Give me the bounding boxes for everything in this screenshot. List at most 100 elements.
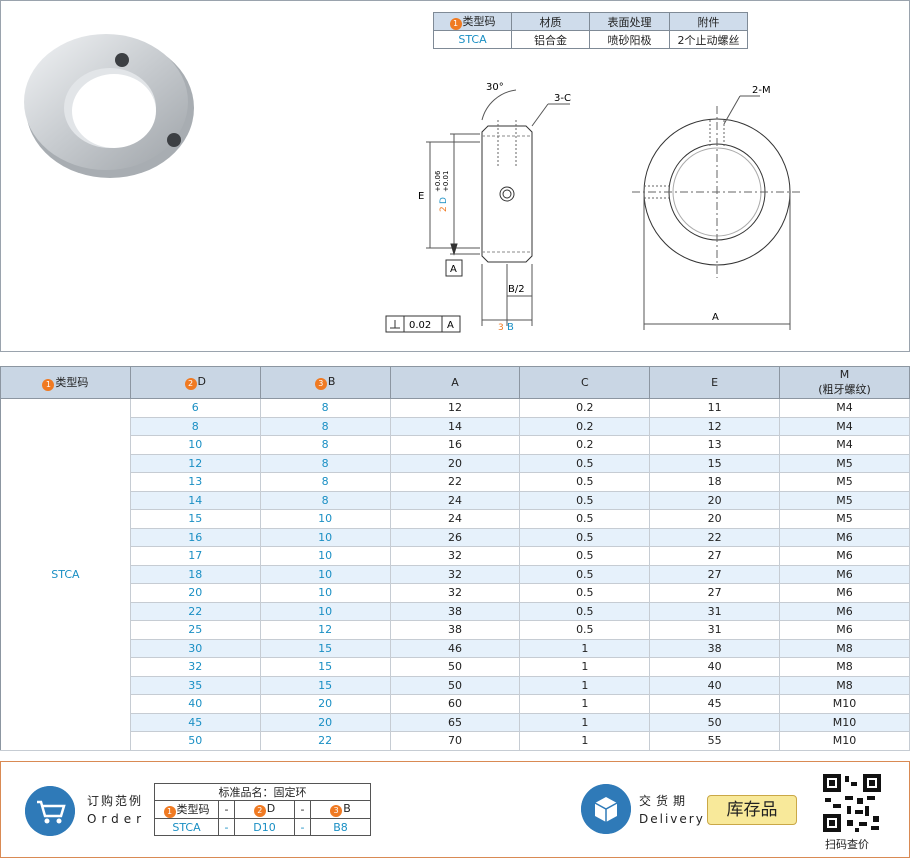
table-cell: 15 <box>129 509 261 529</box>
a-label: A <box>712 312 719 323</box>
table-cell: M5 <box>779 490 910 510</box>
table-cell: 22 <box>129 601 261 621</box>
table-cell: 0.5 <box>519 583 651 603</box>
front-view <box>632 95 802 330</box>
table-cell: 8 <box>259 398 391 418</box>
table-cell: 32 <box>389 546 521 566</box>
d-label: D <box>439 197 449 204</box>
table-cell: 70 <box>389 731 521 751</box>
table-cell: 0.5 <box>519 620 651 640</box>
stock-badge: 库存品 <box>707 795 797 825</box>
table-cell: 18 <box>649 472 781 492</box>
table-cell: 18 <box>129 564 261 584</box>
spec-material-value: 铝合金 <box>511 30 590 49</box>
order-header-dash: - <box>294 800 311 819</box>
table-cell: 10 <box>259 509 391 529</box>
table-cell: 38 <box>389 620 521 640</box>
table-cell: 1 <box>519 712 651 732</box>
table-cell: 15 <box>259 657 391 677</box>
table-cell: 8 <box>259 416 391 436</box>
table-cell: 14 <box>389 416 521 436</box>
table-cell: 15 <box>259 638 391 658</box>
order-example-panel: 订购范例 Order 交货期 Delivery 库存品 扫码查价 <box>0 761 910 858</box>
table-cell: 1 <box>519 694 651 714</box>
table-cell: 14 <box>129 490 261 510</box>
table-cell: 0.5 <box>519 509 651 529</box>
table-cell: 32 <box>389 583 521 603</box>
perpendicularity-frame: 0.02 A <box>385 315 461 333</box>
table-cell: 65 <box>389 712 521 732</box>
spec-header-accessory: 附件 <box>669 12 748 31</box>
table-cell: 15 <box>259 675 391 695</box>
table-cell: 0.2 <box>519 398 651 418</box>
table-cell: 24 <box>389 490 521 510</box>
order-value-dash: - <box>218 818 235 836</box>
table-cell: 26 <box>389 527 521 547</box>
table-cell: 8 <box>259 453 391 473</box>
d-num-label: 2 <box>439 206 449 212</box>
table-cell: 13 <box>129 472 261 492</box>
table-cell: 32 <box>129 657 261 677</box>
table-cell: 12 <box>259 620 391 640</box>
table-cell: M4 <box>779 398 910 418</box>
table-cell: M4 <box>779 416 910 436</box>
table-cell: 0.5 <box>519 490 651 510</box>
table-cell: M6 <box>779 546 910 566</box>
table-cell: 8 <box>259 472 391 492</box>
table-cell: 11 <box>649 398 781 418</box>
table-cell: 10 <box>259 583 391 603</box>
table-cell: 12 <box>389 398 521 418</box>
spec-header-surface: 表面处理 <box>589 12 670 31</box>
table-cell: 46 <box>389 638 521 658</box>
type-code-cell: STCA <box>0 398 131 751</box>
table-cell: M5 <box>779 509 910 529</box>
table-cell: M6 <box>779 620 910 640</box>
qr-code[interactable] <box>821 772 883 834</box>
table-cell: 1 <box>519 731 651 751</box>
table-cell: 8 <box>259 435 391 455</box>
table-cell: 10 <box>259 546 391 566</box>
b-label: B <box>507 322 514 333</box>
table-cell: 1 <box>519 675 651 695</box>
table-cell: 40 <box>649 675 781 695</box>
table-cell: 38 <box>649 638 781 658</box>
table-cell: 12 <box>129 453 261 473</box>
table-cell: 32 <box>389 564 521 584</box>
table-cell: 22 <box>389 472 521 492</box>
table-cell: 25 <box>129 620 261 640</box>
table-cell: 20 <box>649 490 781 510</box>
table-cell: 50 <box>389 657 521 677</box>
spec-accessory-value: 2个止动螺丝 <box>669 30 748 49</box>
angle-label: 30° <box>486 82 504 93</box>
table-cell: 27 <box>649 564 781 584</box>
order-value-dash: - <box>294 818 311 836</box>
table-cell: 8 <box>259 490 391 510</box>
thread-label: 2-M <box>752 85 771 96</box>
tol-lower: +0.01 <box>442 171 450 192</box>
table-cell: 40 <box>649 657 781 677</box>
table-cell: 1 <box>519 657 651 677</box>
table-cell: 13 <box>649 435 781 455</box>
table-cell: 45 <box>129 712 261 732</box>
table-cell: 10 <box>259 564 391 584</box>
table-cell: 0.5 <box>519 527 651 547</box>
qr-label: 扫码查价 <box>825 838 869 851</box>
table-cell: 0.5 <box>519 564 651 584</box>
table-cell: 8 <box>129 416 261 436</box>
col-a: A <box>389 366 521 399</box>
table-cell: M8 <box>779 638 910 658</box>
